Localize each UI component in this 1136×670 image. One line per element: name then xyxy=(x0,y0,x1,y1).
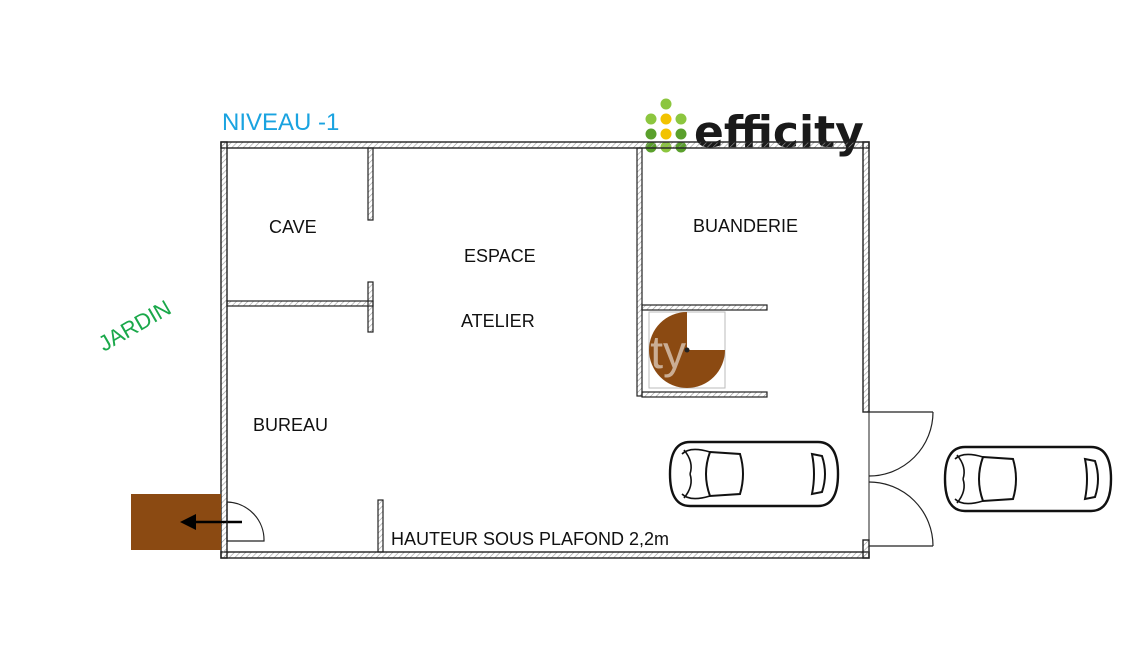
room-label-cave: CAVE xyxy=(269,217,317,237)
logo-dot xyxy=(660,128,672,140)
brand-logo: efficity xyxy=(645,98,864,158)
logo-dot xyxy=(675,113,687,125)
logo-dot xyxy=(660,113,672,125)
room-label-bureau: BUREAU xyxy=(253,415,328,435)
garage-double-door xyxy=(868,411,934,547)
arrow-left-icon xyxy=(180,514,242,530)
ceiling-height-note: HAUTEUR SOUS PLAFOND 2,2m xyxy=(391,529,669,549)
logo-dot xyxy=(645,113,657,125)
watermark-fragment: ity xyxy=(640,326,686,378)
car-icon-inside xyxy=(668,440,840,508)
entrance xyxy=(131,494,265,550)
entry-door xyxy=(226,501,265,542)
level-label: NIVEAU -1 xyxy=(222,109,339,136)
garden-label: JARDIN xyxy=(94,295,175,356)
room-label-atelier: ATELIER xyxy=(461,311,535,331)
spiral-staircase-icon: ity xyxy=(640,311,726,389)
car-icon-outside xyxy=(943,445,1113,513)
room-label-buanderie: BUANDERIE xyxy=(693,216,798,236)
logo-dot xyxy=(645,128,657,140)
room-label-espace: ESPACE xyxy=(464,246,536,266)
interior-walls xyxy=(226,147,768,553)
logo-dot xyxy=(675,128,687,140)
logo-dot xyxy=(660,98,672,110)
outer-walls xyxy=(220,141,870,559)
brand-name: efficity xyxy=(694,107,864,158)
